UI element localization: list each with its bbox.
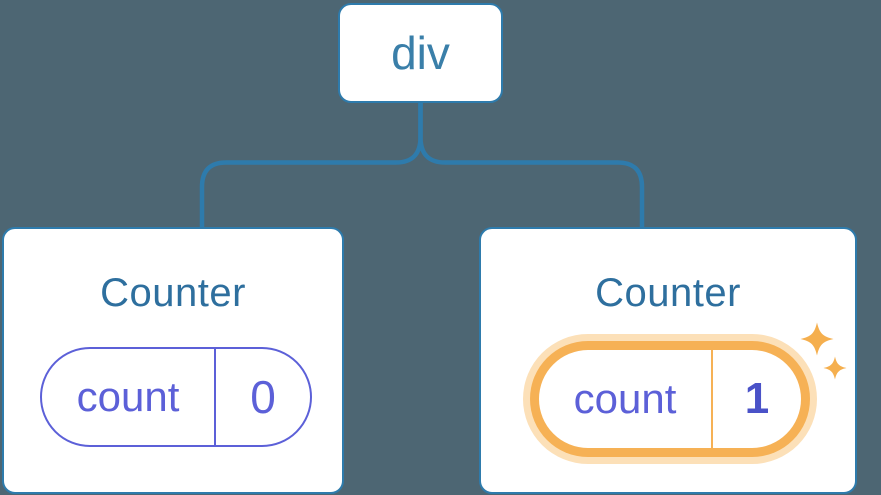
- connector-left-branch: [199, 100, 423, 240]
- counter-right-state-pill-highlight: count 1: [523, 334, 817, 464]
- root-node-div: div: [338, 3, 503, 103]
- state-value: 0: [250, 371, 276, 423]
- counter-card-left: Counter count 0: [2, 227, 344, 494]
- state-key-label: count: [42, 349, 216, 445]
- state-value: 1: [744, 374, 770, 423]
- counter-card-right: Counter count 1: [479, 227, 857, 494]
- counter-right-title: Counter: [595, 271, 741, 315]
- root-node-label: div: [391, 27, 450, 79]
- counter-left-state-pill: count 0: [40, 347, 312, 447]
- connector-right-branch: [418, 100, 645, 240]
- state-key-label: count: [539, 350, 713, 448]
- highlight-ring: count 1: [530, 341, 810, 457]
- counter-right-state-pill: count 1: [539, 350, 801, 448]
- sparkle-small: [823, 356, 847, 380]
- sparkles-icon: [800, 322, 847, 380]
- counter-left-title: Counter: [100, 271, 246, 315]
- sparkle-large: [800, 322, 834, 356]
